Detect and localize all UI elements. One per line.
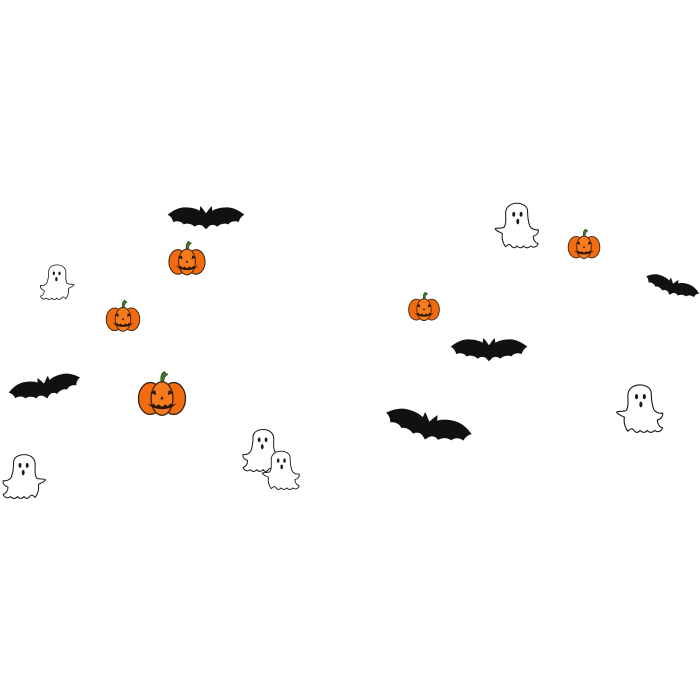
bat-icon xyxy=(643,270,700,304)
bat-icon xyxy=(6,369,83,406)
ghost-icon xyxy=(39,264,75,300)
bat-icon xyxy=(382,402,475,451)
pumpkin-icon xyxy=(408,291,440,322)
pumpkin-icon xyxy=(105,299,141,332)
ghost-icon xyxy=(494,202,539,249)
pumpkin-icon xyxy=(137,370,187,416)
ghost-icon xyxy=(2,454,47,499)
bat-icon xyxy=(450,338,528,362)
pumpkin-icon xyxy=(567,228,601,259)
bat-icon xyxy=(167,206,245,230)
pumpkin-icon xyxy=(168,240,206,276)
ghost-icon xyxy=(616,384,664,433)
